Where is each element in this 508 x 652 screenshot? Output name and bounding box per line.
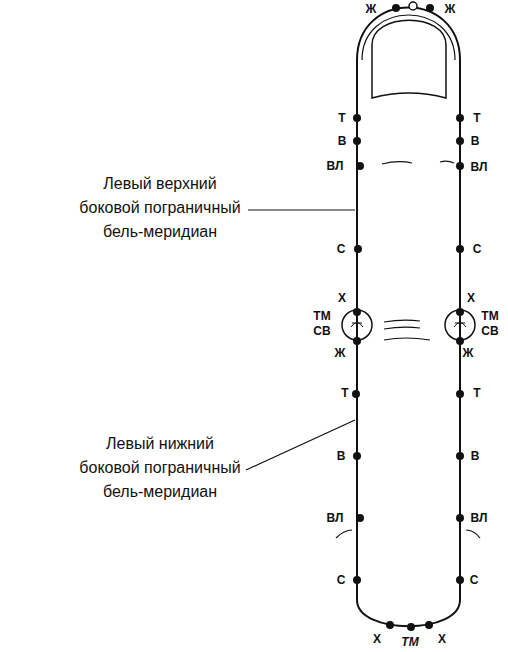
nail-fold-line xyxy=(440,161,454,163)
point-label: С xyxy=(469,574,480,586)
point-label: В xyxy=(336,450,347,462)
crease-line xyxy=(384,320,420,322)
point-label: Ж xyxy=(462,347,475,359)
open-point xyxy=(409,2,417,10)
point-label: С xyxy=(336,243,347,255)
point-label: Х xyxy=(466,292,476,304)
point-label: ВЛ xyxy=(326,160,345,172)
point-label: Х xyxy=(437,633,447,645)
point-label: В xyxy=(470,450,481,462)
leader-line xyxy=(246,420,355,470)
joint-symbol xyxy=(454,323,466,328)
point-label: СВ xyxy=(312,325,331,337)
point-label: ВЛ xyxy=(470,161,489,173)
point-label: С xyxy=(472,243,483,255)
point-label: Т xyxy=(472,387,481,399)
point-label: Х xyxy=(372,633,382,645)
point-label: Х xyxy=(337,292,347,304)
point-label: ВЛ xyxy=(470,512,489,524)
point-label: Т xyxy=(337,112,346,124)
point-label: Ж xyxy=(334,347,347,359)
meridian-points xyxy=(352,4,464,631)
point-label: Ж xyxy=(444,3,457,15)
point-label: Ж xyxy=(365,3,378,15)
point-label: ТМ xyxy=(400,636,419,648)
point-label: С xyxy=(336,574,347,586)
point-label: Т xyxy=(340,387,349,399)
leader-line xyxy=(248,209,355,210)
point-label: В xyxy=(337,135,348,147)
joint-line xyxy=(336,530,352,538)
joint-symbol xyxy=(351,323,363,328)
meridian-callout: Левый верхний боковой пограничный бель-м… xyxy=(76,172,244,244)
point-label: ВЛ xyxy=(326,512,345,524)
point-label: СВ xyxy=(480,325,499,337)
point-label: ТМ xyxy=(480,310,499,322)
finger-tip-line xyxy=(362,15,455,60)
crease-line xyxy=(384,338,430,340)
crease-line xyxy=(384,327,420,329)
nail-fold-line xyxy=(382,162,412,164)
meridian-callout: Левый нижний боковой пограничный бель-ме… xyxy=(76,432,244,504)
point-label: В xyxy=(470,135,481,147)
point-label: Т xyxy=(472,112,481,124)
finger-outline xyxy=(357,8,460,627)
point-label: ТМ xyxy=(312,310,331,322)
nail-outline xyxy=(372,20,446,98)
joint-line xyxy=(466,530,480,538)
